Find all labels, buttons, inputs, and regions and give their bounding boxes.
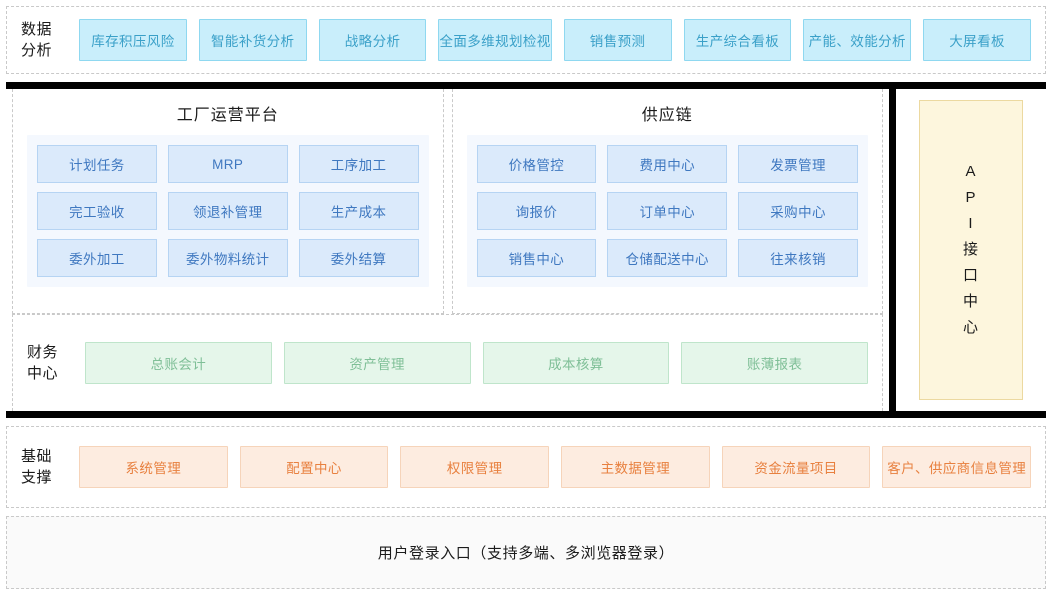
module-columns: 工厂运营平台 计划任务 MRP 工序加工 完工验收 领退补管理 生产成本 委外加…	[6, 89, 889, 314]
tile-cash-flow-project[interactable]: 资金流量项目	[721, 446, 871, 488]
api-char-zhong: 中	[962, 293, 979, 310]
tile-configuration-center[interactable]: 配置中心	[239, 446, 389, 488]
tile-asset-management[interactable]: 资产管理	[283, 342, 471, 384]
tile-warehouse-distribution-center[interactable]: 仓储配送中心	[607, 239, 728, 277]
core-left-column: 工厂运营平台 计划任务 MRP 工序加工 完工验收 领退补管理 生产成本 委外加…	[6, 89, 896, 411]
tile-purchasing-center[interactable]: 采购中心	[738, 192, 858, 230]
section-core-platform: 工厂运营平台 计划任务 MRP 工序加工 完工验收 领退补管理 生产成本 委外加…	[6, 82, 1046, 418]
tile-receivable-payable-clearing[interactable]: 往来核销	[738, 239, 858, 277]
module-title-factory-operations: 工厂运营平台	[176, 107, 279, 124]
tile-sales-center[interactable]: 销售中心	[476, 239, 597, 277]
foundation-support-tile-list: 系统管理 配置中心 权限管理 主数据管理 资金流量项目 客户、供应商信息管理	[79, 446, 1045, 488]
tile-outsourced-processing[interactable]: 委外加工	[37, 239, 157, 277]
tile-inquiry-quotation[interactable]: 询报价	[476, 192, 597, 230]
tile-inventory-backlog-risk[interactable]: 库存积压风险	[79, 19, 187, 61]
tile-permission-management[interactable]: 权限管理	[400, 446, 550, 488]
tile-process-machining[interactable]: 工序加工	[298, 145, 419, 183]
tile-smart-replenishment-analysis[interactable]: 智能补货分析	[198, 19, 307, 61]
tile-master-data-management[interactable]: 主数据管理	[561, 446, 710, 488]
tile-general-ledger-accounting[interactable]: 总账会计	[85, 342, 272, 384]
tile-mrp[interactable]: MRP	[167, 145, 288, 183]
api-char-i: I	[968, 215, 974, 232]
api-char-kou: 口	[962, 267, 979, 284]
tile-multidimensional-planning-review[interactable]: 全面多维规划检视	[438, 19, 552, 61]
data-analytics-tile-list: 库存积压风险 智能补货分析 战略分析 全面多维规划检视 销售预测 生产综合看板 …	[79, 19, 1045, 61]
login-entry-label[interactable]: 用户登录入口（支持多端、多浏览器登录）	[377, 545, 675, 562]
tile-invoice-management[interactable]: 发票管理	[738, 145, 858, 183]
core-right-column: A P I 接 口 中 心	[896, 89, 1046, 411]
api-char-a: A	[965, 163, 977, 180]
api-char-xin: 心	[962, 319, 979, 336]
api-interface-center-label: A P I 接 口 中 心	[963, 159, 979, 341]
finance-center-tile-list: 总账会计 资产管理 成本核算 账薄报表	[85, 342, 882, 384]
tile-completion-acceptance[interactable]: 完工验收	[37, 192, 157, 230]
tile-strategy-analysis[interactable]: 战略分析	[318, 19, 427, 61]
section-foundation-support: 基础 支撑 系统管理 配置中心 权限管理 主数据管理 资金流量项目 客户、供应商…	[6, 426, 1046, 508]
section-label-data-analytics: 数据 分析	[21, 21, 53, 59]
tile-outsourced-material-statistics[interactable]: 委外物料统计	[167, 239, 288, 277]
section-login-entry: 用户登录入口（支持多端、多浏览器登录）	[6, 516, 1046, 589]
tile-issue-return-replenish-management[interactable]: 领退补管理	[167, 192, 288, 230]
tile-production-cost[interactable]: 生产成本	[298, 192, 419, 230]
tile-cost-accounting[interactable]: 成本核算	[482, 342, 670, 384]
api-char-jie: 接	[962, 241, 979, 258]
tile-large-screen-dashboard[interactable]: 大屏看板	[923, 19, 1031, 61]
tile-production-dashboard[interactable]: 生产综合看板	[683, 19, 792, 61]
tile-ledger-reports[interactable]: 账薄报表	[681, 342, 868, 384]
tile-order-center[interactable]: 订单中心	[607, 192, 728, 230]
section-finance-center: 财务 中心 总账会计 资产管理 成本核算 账薄报表	[12, 314, 883, 411]
module-factory-operations: 工厂运营平台 计划任务 MRP 工序加工 完工验收 领退补管理 生产成本 委外加…	[12, 89, 444, 314]
tile-system-management[interactable]: 系统管理	[79, 446, 228, 488]
tile-sales-forecast[interactable]: 销售预测	[563, 19, 672, 61]
module-supply-chain: 供应链 价格管控 费用中心 发票管理 询报价 订单中心 采购中心 销售中心 仓储…	[451, 89, 883, 314]
panel-api-interface-center[interactable]: A P I 接 口 中 心	[919, 100, 1023, 400]
section-data-analytics: 数据 分析 库存积压风险 智能补货分析 战略分析 全面多维规划检视 销售预测 生…	[6, 6, 1046, 74]
section-label-foundation-support: 基础 支撑	[21, 448, 53, 486]
tile-plan-task[interactable]: 计划任务	[37, 145, 157, 183]
module-title-supply-chain: 供应链	[641, 107, 693, 124]
section-label-finance-center: 财务 中心	[27, 344, 59, 382]
tile-outsourced-settlement[interactable]: 委外结算	[298, 239, 419, 277]
factory-operations-tile-grid: 计划任务 MRP 工序加工 完工验收 领退补管理 生产成本 委外加工 委外物料统…	[27, 135, 429, 287]
tile-capacity-efficiency-analysis[interactable]: 产能、效能分析	[803, 19, 912, 61]
supply-chain-tile-grid: 价格管控 费用中心 发票管理 询报价 订单中心 采购中心 销售中心 仓储配送中心…	[466, 135, 868, 287]
api-char-p: P	[965, 189, 977, 206]
tile-price-control[interactable]: 价格管控	[476, 145, 597, 183]
tile-customer-supplier-info-management[interactable]: 客户、供应商信息管理	[882, 446, 1032, 488]
tile-expense-center[interactable]: 费用中心	[607, 145, 728, 183]
